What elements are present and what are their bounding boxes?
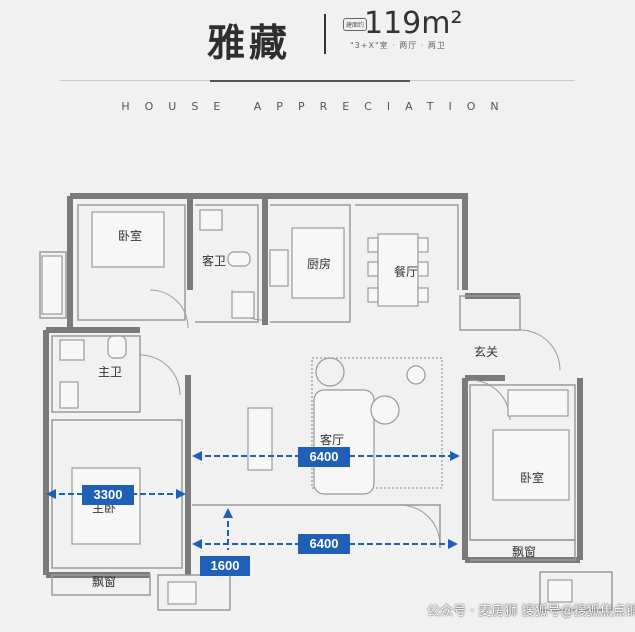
room-foyer: 玄关 [474, 344, 498, 359]
plant [406, 365, 426, 385]
stove [269, 249, 289, 287]
interior-lines [39, 204, 613, 611]
header-rule-accent [210, 80, 410, 82]
dim-living-bottom: 6400 [298, 534, 350, 554]
toilet-master [107, 335, 127, 359]
shower-guest [231, 291, 255, 319]
title-divider [324, 14, 326, 54]
room-master-bath: 主卫 [98, 365, 122, 379]
watermark: 公众号 · 麦房狮 搜狐号@搜狐焦点铜川站 [427, 604, 635, 619]
room-bedroom-nw: 卧室 [118, 228, 142, 243]
layout-summary: "3+X"室 · 两厅 · 两卫 [350, 41, 446, 50]
dim-master-width: 3300 [82, 485, 134, 505]
section-caption: HOUSE APPRECIATION [121, 100, 514, 113]
bed-e [492, 429, 570, 501]
ottoman [370, 395, 400, 425]
room-dining: 餐厅 [394, 264, 418, 279]
bed-master [71, 467, 141, 545]
wardrobe-e [507, 389, 569, 417]
living-rug [311, 357, 443, 489]
furniture [41, 209, 573, 605]
room-bedroom-e: 卧室 [520, 470, 544, 485]
room-kitchen: 厨房 [307, 256, 331, 271]
ac-unit-se [547, 579, 573, 603]
dim-depth: 1600 [200, 556, 250, 576]
dimension-arrowheads [46, 451, 460, 549]
coffee-table [247, 407, 273, 471]
room-guest-bath: 客卫 [202, 253, 226, 268]
toilet-guest [227, 251, 251, 267]
plan-title: 雅藏 [207, 21, 292, 65]
room-bay-window-w: 飘窗 [92, 575, 116, 589]
ac-unit [41, 255, 63, 315]
sofa [313, 389, 375, 495]
basin-master [59, 339, 85, 361]
room-living: 客厅 [320, 432, 344, 447]
area-tag: 建面约 [343, 18, 368, 31]
room-bay-window-e: 飘窗 [512, 545, 536, 559]
dim-living-top: 6400 [298, 447, 350, 467]
kitchen-counter [291, 227, 345, 299]
ac-unit-s [167, 581, 197, 605]
dining-table [377, 233, 419, 307]
tub-master [59, 381, 79, 409]
side-table [315, 357, 345, 387]
bed-nw [91, 211, 165, 268]
area-value: 119m² [364, 6, 463, 41]
basin-guest [199, 209, 223, 231]
